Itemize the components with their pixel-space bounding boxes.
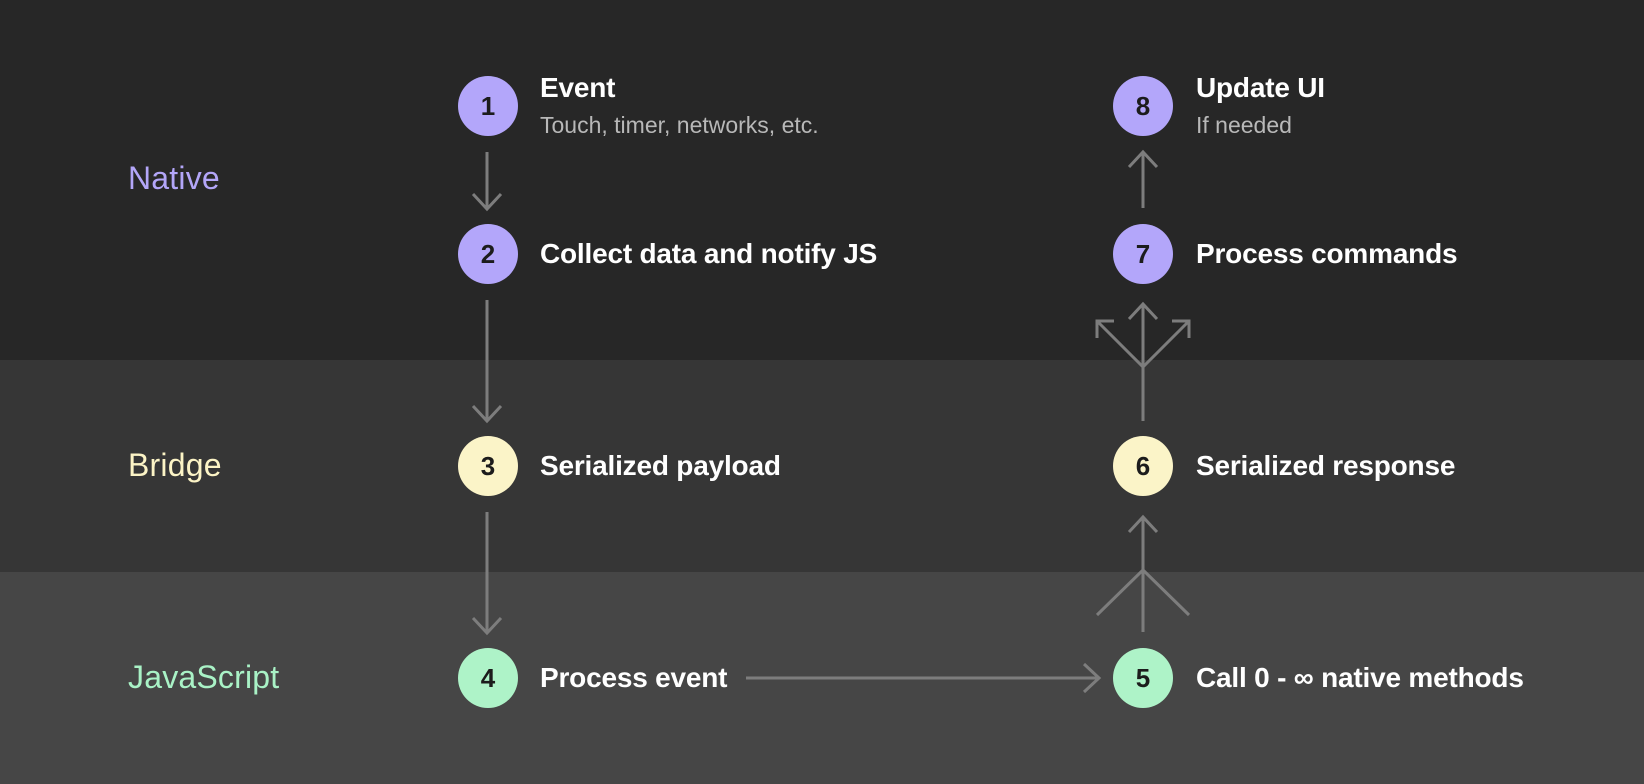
arrow-4-to-5 bbox=[746, 662, 1102, 694]
step-1-title: Event bbox=[540, 72, 616, 103]
native-lane-band bbox=[0, 0, 1644, 360]
lane-label-native: Native bbox=[128, 160, 220, 196]
step-4-title: Process event bbox=[540, 662, 728, 693]
step-2-title: Collect data and notify JS bbox=[540, 238, 878, 269]
step-7-title: Process commands bbox=[1196, 238, 1458, 269]
step-8-subtitle: If needed bbox=[1196, 112, 1292, 138]
step-2-badge: 2 bbox=[458, 224, 518, 284]
step-6-title: Serialized response bbox=[1196, 450, 1456, 481]
arrow-2-to-3 bbox=[471, 300, 503, 424]
bridge-lane-band bbox=[0, 360, 1644, 572]
lane-label-bridge: Bridge bbox=[128, 447, 222, 483]
step-1-subtitle: Touch, timer, networks, etc. bbox=[540, 112, 819, 138]
step-3-badge: 3 bbox=[458, 436, 518, 496]
arrow-1-to-2 bbox=[471, 152, 503, 212]
lane-label-javascript: JavaScript bbox=[128, 659, 280, 695]
step-6-badge: 6 bbox=[1113, 436, 1173, 496]
step-1-badge: 1 bbox=[458, 76, 518, 136]
step-8-badge: 8 bbox=[1113, 76, 1173, 136]
step-3-title: Serialized payload bbox=[540, 450, 781, 481]
step-5-title: Call 0 - ∞ native methods bbox=[1196, 662, 1524, 693]
arrow-3-to-4 bbox=[471, 512, 503, 636]
step-4-badge: 4 bbox=[458, 648, 518, 708]
arrow-5-to-6-fan bbox=[1095, 514, 1191, 632]
step-8-title: Update UI bbox=[1196, 72, 1325, 103]
step-5-badge: 5 bbox=[1113, 648, 1173, 708]
arrow-6-to-7-fan bbox=[1095, 301, 1191, 421]
step-7-badge: 7 bbox=[1113, 224, 1173, 284]
arrow-7-to-8 bbox=[1127, 149, 1159, 208]
